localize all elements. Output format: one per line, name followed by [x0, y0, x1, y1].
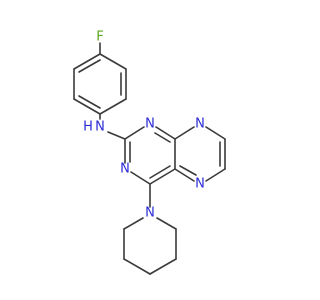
bond — [174, 168, 195, 182]
bond — [78, 95, 101, 109]
bond — [123, 217, 144, 230]
atom-amine-hydrogen: H — [83, 120, 93, 135]
atom-nitrogen-n5: N — [195, 177, 205, 192]
atom-amine-nitrogen: N — [95, 120, 105, 135]
bond — [205, 168, 226, 182]
bond — [155, 126, 176, 140]
bond — [123, 258, 151, 275]
molecule-diagram: F N H N N N N N — [73, 30, 226, 275]
bond — [107, 131, 126, 140]
bond — [174, 126, 195, 140]
bond — [78, 59, 101, 73]
atom-nitrogen-piperidine: N — [145, 206, 155, 221]
bond — [130, 171, 151, 185]
atom-nitrogen-n3: N — [120, 162, 130, 177]
atom-nitrogen-n1: N — [145, 117, 155, 132]
atom-nitrogen-n8: N — [195, 117, 205, 132]
bond — [73, 98, 101, 115]
bond — [205, 126, 226, 140]
molecule-structure: F N H N N N N N — [73, 30, 226, 275]
atom-labels: F N H N N N N N — [83, 30, 205, 221]
bond — [149, 258, 177, 275]
atom-fluorine: F — [96, 30, 103, 45]
bond — [124, 126, 145, 140]
bond — [99, 98, 127, 115]
bond — [73, 53, 101, 70]
bonds — [73, 42, 226, 275]
bond — [99, 53, 127, 70]
bond — [154, 132, 171, 143]
bond — [149, 165, 171, 179]
bond — [149, 168, 176, 185]
bond — [156, 217, 177, 230]
bond — [179, 165, 197, 176]
